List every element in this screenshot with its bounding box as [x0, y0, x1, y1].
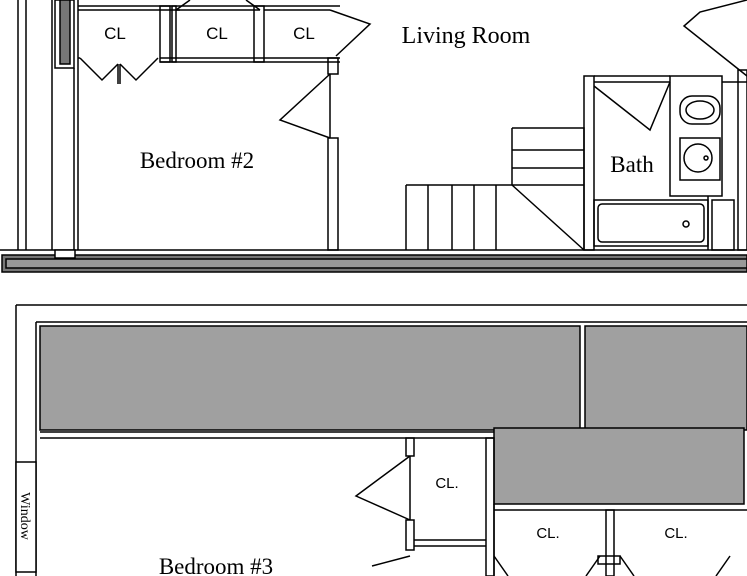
- closet-door-1: [79, 57, 119, 82]
- bedroom-3-label: Bedroom #3: [159, 554, 273, 576]
- closet-label-2: CL: [206, 24, 228, 43]
- upper-plan: [0, 0, 747, 273]
- closet-door-lower-1: [354, 455, 411, 521]
- upper-bottom-wall: [0, 249, 747, 273]
- left-exterior-wall: [17, 0, 79, 250]
- bathtub-icon: [593, 199, 709, 247]
- closet-label-3: CL: [293, 24, 315, 43]
- bedroom-2-wall: [278, 57, 339, 251]
- bath-area: [583, 69, 747, 251]
- bath-label: Bath: [610, 152, 654, 177]
- upper-closets: [78, 0, 372, 84]
- closet-label-lower-1: CL.: [435, 475, 458, 492]
- lower-exterior-walls: [15, 304, 747, 576]
- bath-door: [593, 81, 671, 132]
- closet-label-lower-2: CL.: [536, 525, 559, 542]
- bedroom-2-door: [278, 73, 331, 139]
- window-label: Window: [17, 492, 32, 540]
- toilet-icon: [679, 95, 721, 125]
- stair: [405, 127, 585, 251]
- closet-door-1b: [119, 57, 159, 82]
- gray-blocks: [39, 325, 747, 505]
- closet-label-1: CL: [104, 24, 126, 43]
- sink-icon: [679, 137, 721, 181]
- lower-closets: [354, 437, 747, 576]
- closet-door-3: [329, 9, 372, 57]
- closet-label-lower-3: CL.: [664, 525, 687, 542]
- living-room-label: Living Room: [402, 23, 531, 49]
- living-room-door: [682, 0, 747, 77]
- bedroom-2-label: Bedroom #2: [140, 148, 254, 173]
- lower-plan: [15, 304, 747, 576]
